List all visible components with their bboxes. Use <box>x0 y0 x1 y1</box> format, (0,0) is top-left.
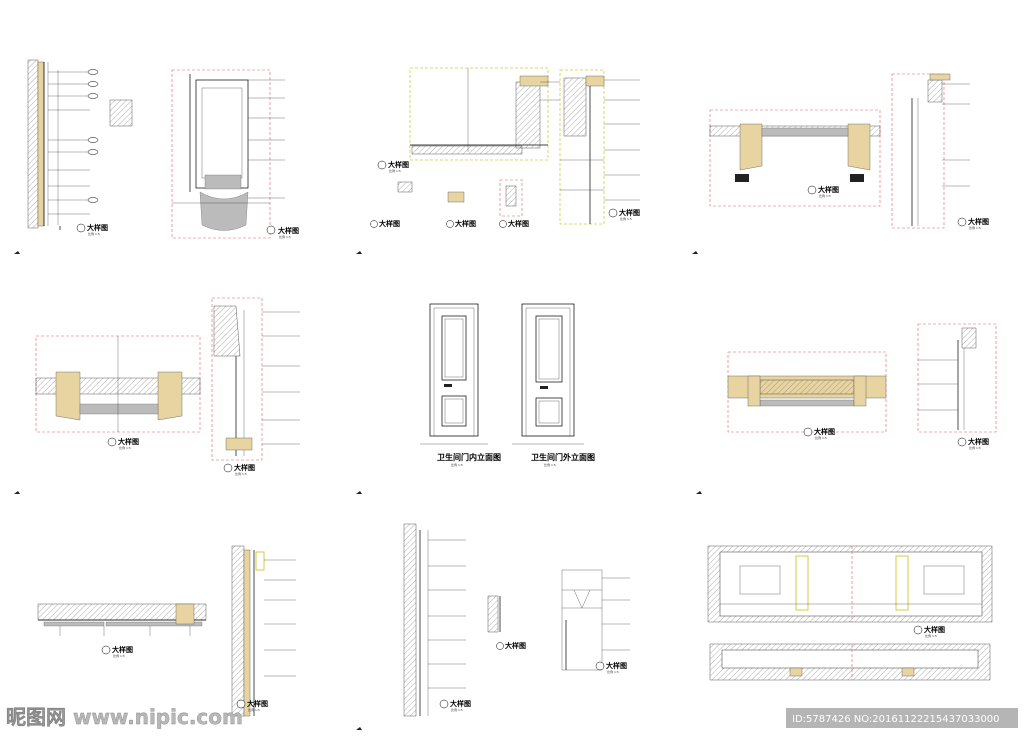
detail-1-wall-section: 大样图 比例 1:5 <box>27 59 133 236</box>
detail-4-title: 大样图 <box>619 208 640 217</box>
door-outer-title: 卫生间门外立面图 <box>531 452 595 462</box>
detail-9-door-plan: 大样图 比例 1:5 <box>727 351 887 440</box>
detail-13-title: 大样图 <box>450 699 471 708</box>
detail-6-scale: 比例 1:5 <box>969 225 981 230</box>
detail-4-scale: 比例 1:5 <box>620 216 632 221</box>
detail-3-panel-elevation: 大样图 比例 1:5 大样图 大样图 大样图 <box>370 67 560 228</box>
detail-6-wall-section: 大样图 比例 1:5 <box>891 73 989 230</box>
detail-14-title: 大样图 <box>606 661 627 670</box>
detail-10-title: 大样图 <box>968 437 989 446</box>
detail-16-plan-section <box>709 643 991 681</box>
detail-2-title: 大样图 <box>278 226 299 235</box>
detail-9-scale: 比例 1:5 <box>815 435 827 440</box>
detail-1-scale: 比例 1:5 <box>88 231 100 236</box>
detail-8-title: 大样图 <box>234 463 255 472</box>
detail-2-cabinet-elevation: 大样图 比例 1:5 <box>171 69 299 239</box>
detail-14-cabinet-section: 大样图 比例 1:5 <box>561 569 630 674</box>
bathroom-door-inner-elevation: 卫生间门内立面图 比例 1:5 <box>420 303 501 467</box>
detail-15-room-plan: 大样图 比例 1:5 <box>707 545 993 638</box>
detail-3-title: 大样图 <box>388 160 409 169</box>
detail-11-ceiling-section: 大样图 比例 1:5 <box>37 603 207 658</box>
detail-12-title: 大样图 <box>247 699 268 708</box>
detail-10-wall-section: 大样图 比例 1:5 <box>917 323 997 450</box>
detail-5-title: 大样图 <box>818 185 839 194</box>
watermark-id: ID:5787426 NO:20161122215437033000 <box>792 714 1000 725</box>
detail-14-scale: 比例 1:5 <box>607 669 619 674</box>
detail-10-scale: 比例 1:5 <box>969 445 981 450</box>
detail-13-scale: 比例 1:5 <box>451 707 463 712</box>
detail-7-door-plan: 大样图 比例 1:5 <box>35 335 201 450</box>
detail-9-title: 大样图 <box>814 427 835 436</box>
sheet-markers <box>14 251 702 730</box>
watermark-site: 昵图网 www.nipic.com <box>6 705 243 729</box>
detail-3-scale: 比例 1:5 <box>389 168 401 173</box>
detail-1-title: 大样图 <box>87 223 108 232</box>
detail-13a-title: 大样图 <box>505 641 526 650</box>
detail-11-title: 大样图 <box>112 645 133 654</box>
detail-15-scale: 比例 1:5 <box>925 633 937 638</box>
detail-3c-title: 大样图 <box>508 219 529 228</box>
detail-7-title: 大样图 <box>118 437 139 446</box>
detail-12-scale: 比例 1:5 <box>248 707 260 712</box>
detail-11-scale: 比例 1:5 <box>113 653 125 658</box>
watermark: 昵图网 www.nipic.com ID:5787426 NO:20161122… <box>6 705 1018 729</box>
bathroom-door-outer-elevation: 卫生间门外立面图 比例 1:5 <box>512 303 595 467</box>
detail-4-wall-section: 大样图 比例 1:5 <box>559 69 640 225</box>
door-inner-scale: 比例 1:5 <box>451 462 463 467</box>
door-outer-scale: 比例 1:5 <box>544 462 556 467</box>
detail-3a-title: 大样图 <box>379 219 400 228</box>
detail-13-wall-section: 大样图 比例 1:5 大样图 <box>403 523 526 717</box>
detail-7-scale: 比例 1:5 <box>119 445 131 450</box>
door-inner-title: 卫生间门内立面图 <box>437 452 501 462</box>
detail-6-title: 大样图 <box>968 217 989 226</box>
detail-12-wall-section: 大样图 比例 1:5 <box>231 545 296 717</box>
detail-5-scale: 比例 1:5 <box>819 193 831 198</box>
detail-15-title: 大样图 <box>924 625 945 634</box>
detail-8-wall-section: 大样图 比例 1:5 <box>211 297 300 476</box>
detail-8-scale: 比例 1:5 <box>235 471 247 476</box>
detail-5-door-plan: 大样图 比例 1:5 <box>709 109 881 207</box>
detail-2-scale: 比例 1:5 <box>279 234 291 239</box>
detail-3b-title: 大样图 <box>455 219 476 228</box>
